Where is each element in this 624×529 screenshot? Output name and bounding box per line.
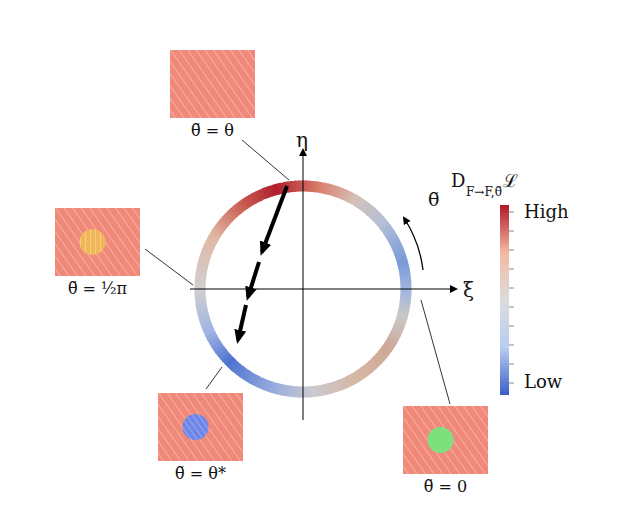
axis-label: ξ (463, 280, 474, 300)
angle-label: θ̃ = ½π (55, 279, 140, 298)
legend-label: Low (524, 373, 562, 391)
image-thumbnail (403, 406, 488, 474)
image-node: θ̃ = θ* (158, 393, 243, 483)
xi-axis (190, 289, 456, 290)
image-thumbnail (170, 50, 255, 118)
eta-axis (303, 150, 304, 420)
image-thumbnail (158, 393, 243, 461)
angle-label: θ̃ = θ (170, 121, 255, 140)
axis-label: η (296, 130, 308, 150)
angle-label: θ̃ = 0 (403, 477, 488, 496)
image-node: θ̃ = θ (170, 50, 255, 140)
colorbar-subscript: F→F,θ̃ (466, 186, 502, 198)
leader-lines (145, 140, 450, 404)
colorbar-title: ℒ (503, 172, 518, 190)
colorbar-title: D (451, 172, 465, 190)
descent-arrow (238, 186, 287, 340)
image-node: θ̃ = ½π (55, 208, 140, 298)
angle-label: θ̃ = θ* (158, 464, 243, 483)
colorbar-segment (500, 205, 509, 300)
legend-label: High (524, 203, 569, 221)
angle-symbol: θ̃ (428, 190, 439, 209)
image-thumbnail (55, 208, 140, 276)
angle-arrow (404, 218, 423, 270)
colorbar-segment (500, 300, 509, 395)
image-node: θ̃ = 0 (403, 406, 488, 496)
